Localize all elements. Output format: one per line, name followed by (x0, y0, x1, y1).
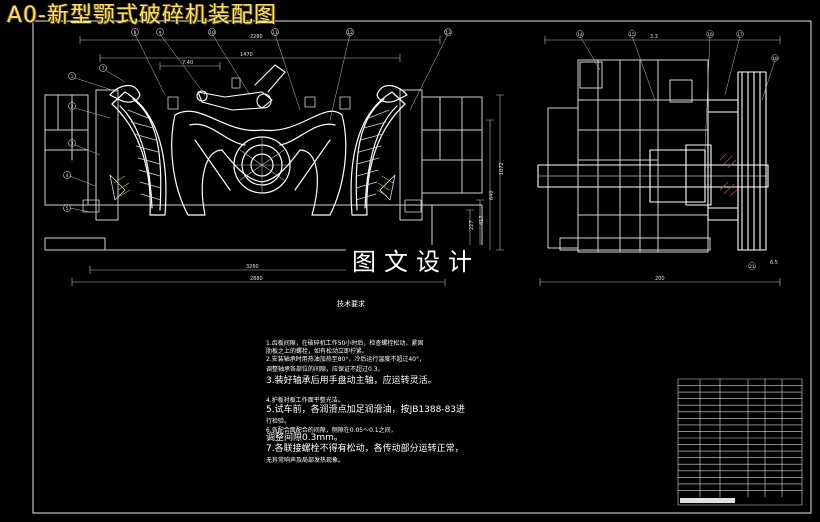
dim-label: 1072 (499, 162, 505, 175)
dim-label: 6.5 (770, 260, 778, 266)
balloon-number: 13 (445, 30, 451, 36)
requirement-line: 调整轴承各部位的间隙，应保证不超过0.3。 (266, 366, 384, 373)
balloon-number: 12 (347, 30, 353, 36)
dim-label: 640 (489, 190, 495, 200)
dim-label: 200 (655, 276, 665, 282)
front-view (44, 28, 505, 287)
balloon-number: 1 (71, 74, 74, 80)
dim-label: 3260 (246, 264, 259, 270)
dim-label: 227 (469, 220, 475, 230)
balloon-number: 21 (749, 264, 755, 270)
requirement-line: 行检验。 (266, 418, 291, 425)
balloon-number: 8 (134, 30, 137, 36)
window-title: A0-新型颚式破碎机装配图 (7, 3, 277, 28)
balloon-number: 5 (66, 206, 69, 212)
dimension-labels: 2280 7.40 1470 3260 2880 1072 640 417 22… (182, 34, 778, 282)
requirement-line: 5.试车前，各润滑点加足润滑油，按JB1388-83进 (266, 405, 466, 415)
technical-requirements-title: 技术要求 (337, 300, 365, 308)
balloon-number: 11 (272, 30, 278, 36)
watermark-label: 图文设计 (346, 245, 486, 279)
balloon-number: 17 (737, 32, 743, 38)
balloon-number: 9 (159, 30, 162, 36)
balloon-number: 16 (707, 32, 713, 38)
requirement-line: 3.装好轴承后用手盘动主轴，应运转灵活。 (266, 376, 437, 386)
dim-label: 417 (479, 215, 485, 225)
balloon-number: 2 (71, 104, 74, 110)
requirement-line: 无异常响声及局部发热现象。 (266, 457, 345, 464)
requirement-line: 6.各配合面配合的间隙，侧隙在0.05～0.1之间， (266, 427, 397, 434)
balloon-labels: 1 2 3 4 5 7 8 9 10 11 12 13 14 15 16 17 … (66, 30, 778, 270)
balloon-number: 14 (577, 32, 583, 38)
side-view (537, 30, 781, 287)
dim-label: 7.40 (182, 60, 193, 66)
balloon-number: 3 (71, 141, 74, 147)
dim-label: 1470 (240, 52, 253, 58)
balloon-number: 7 (102, 66, 105, 72)
requirement-line: 7.各联接螺栓不得有松动，各传动部分运转正常， (266, 444, 464, 454)
dim-label: 2280 (250, 34, 263, 40)
dim-label: 3.3 (650, 34, 658, 40)
requirement-line: 调整间隙0.3mm。 (266, 433, 343, 443)
balloon-number: 10 (209, 30, 215, 36)
requirement-line: 1.齿板间隙，在破碎机工作50小时后，检查螺栓松动，紧固 (266, 340, 424, 347)
drawing-frame (32, 20, 812, 514)
title-block (677, 378, 803, 506)
balloon-number: 4 (66, 173, 69, 179)
requirement-line: 4.护板衬板工作面平整光洁。 (266, 397, 344, 404)
balloon-number: 15 (629, 32, 635, 38)
dim-label: 2880 (250, 276, 263, 282)
requirement-line: 2.安装轴承时用热油加热至80°，冷后运行温度不超过40°， (266, 356, 425, 363)
balloon-number: 18 (772, 56, 778, 62)
requirement-line: 肋板之上的螺栓，如有松动立即拧紧。 (266, 348, 369, 355)
